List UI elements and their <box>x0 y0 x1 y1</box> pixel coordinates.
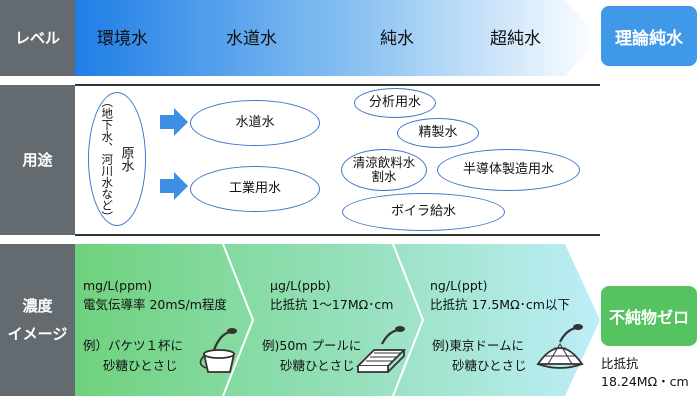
arrow-to-industrial-water <box>160 172 188 200</box>
row-label-level: レベル <box>0 0 75 76</box>
usage-purified-water: 精製水 <box>397 118 479 148</box>
row-label-concentration: 濃度 イメージ <box>0 244 75 396</box>
conc-col2-unit: μg/L(ppb) <box>270 276 331 295</box>
usage-semiconductor-water: 半導体製造用水 <box>437 149 580 191</box>
level-item-ultrapure-water: 超純水 <box>490 24 541 49</box>
conc-col1-example: 例）バケツ１杯に <box>83 336 183 355</box>
conc-col1-example2: 砂糖ひとさじ <box>103 356 178 375</box>
impurity-zero-note-value: 18.24MΩ・cm <box>601 372 689 391</box>
usage-tap-water: 水道水 <box>190 100 320 146</box>
conc-col3-example2: 砂糖ひとさじ <box>452 356 527 375</box>
usage-analytical-water: 分析用水 <box>354 88 436 118</box>
usage-top-divider <box>75 84 600 86</box>
conc-col1-unit: mg/L(ppm) <box>83 276 152 295</box>
conc-col3-unit: ng/L(ppt) <box>430 276 488 295</box>
conc-col2-spec: 比抵抗 1～17MΩ･cm <box>270 295 393 314</box>
usage-bottom-divider <box>75 234 600 236</box>
usage-boiler-feed-water: ボイラ給水 <box>342 193 505 231</box>
raw-water-note: （地下水、河川水など） <box>101 96 114 223</box>
level-item-environmental-water: 環境水 <box>97 24 148 49</box>
usage-industrial-water: 工業用水 <box>190 166 320 212</box>
conc-col2-example: 例)50m プールに <box>262 336 361 355</box>
usage-soft-drink-water: 清涼飲料水 割水 <box>341 149 427 191</box>
arrow-to-tap-water <box>160 108 188 136</box>
conc-col3-example: 例)東京ドームに <box>432 336 524 355</box>
conc-col3-spec: 比抵抗 17.5MΩ･cm以下 <box>430 295 570 314</box>
row-label-usage: 用途 <box>0 85 75 235</box>
impurity-zero-badge: 不純物ゼロ <box>601 286 697 346</box>
pool-with-spoon-icon <box>356 320 408 376</box>
dome-with-spoon-icon <box>534 318 586 374</box>
conc-col1-spec: 電気伝導率 20mS/m程度 <box>83 295 227 314</box>
raw-water-label: 原水 <box>117 146 133 172</box>
conc-col2-example2: 砂糖ひとさじ <box>280 356 355 375</box>
bucket-with-spoon-icon <box>196 320 246 376</box>
impurity-zero-note-label: 比抵抗 <box>601 354 639 373</box>
raw-water-ellipse: （地下水、河川水など） 原水 <box>88 92 146 226</box>
level-item-tap-water: 水道水 <box>226 24 277 49</box>
level-item-pure-water: 純水 <box>380 24 414 49</box>
theory-pure-water-badge: 理論純水 <box>601 6 697 66</box>
